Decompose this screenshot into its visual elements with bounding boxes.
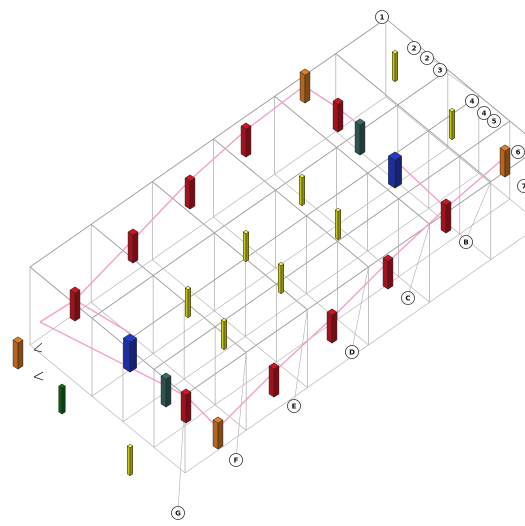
column-red[interactable] — [128, 229, 138, 263]
grid-line — [336, 54, 491, 182]
brace-member — [446, 158, 504, 208]
grid-label-text: 2 — [412, 45, 417, 53]
grid-label-E[interactable]: E — [288, 400, 301, 413]
brace-member — [75, 240, 133, 300]
brace-member — [75, 300, 130, 333]
leader-line — [352, 267, 368, 350]
grid-label-F[interactable]: F — [230, 454, 243, 467]
grid-label-text: 1 — [380, 14, 385, 22]
column-yellow[interactable] — [449, 108, 455, 140]
column-yellow[interactable] — [185, 286, 191, 318]
column-red[interactable] — [441, 199, 451, 233]
brace-member — [274, 318, 332, 372]
column-green[interactable] — [59, 384, 66, 414]
grid-label-text: 5 — [492, 118, 497, 126]
column-orange[interactable] — [300, 69, 310, 103]
grid-label-7[interactable]: 7 — [518, 180, 525, 193]
grid-label-6[interactable]: 6 — [512, 146, 525, 159]
column-red[interactable] — [70, 287, 80, 321]
grid-label-4[interactable]: 4 — [466, 95, 479, 108]
grid-label-G[interactable]: G — [172, 507, 185, 520]
column-red[interactable] — [333, 98, 343, 132]
grid-label-text: B — [463, 239, 468, 247]
grid-label-C[interactable]: C — [402, 292, 415, 305]
column-red[interactable] — [327, 309, 337, 343]
column-blue[interactable] — [388, 152, 401, 188]
column-teal[interactable] — [161, 373, 171, 407]
brace-member — [246, 86, 304, 130]
columns — [13, 50, 510, 476]
grid-label-D[interactable]: D — [346, 346, 359, 359]
grid-label-text: C — [405, 295, 410, 303]
column-orange[interactable] — [500, 145, 510, 177]
grid-line — [30, 19, 386, 267]
column-red[interactable] — [241, 123, 251, 157]
grid-line — [275, 96, 430, 224]
grid-label-text: 6 — [516, 149, 521, 157]
column-yellow[interactable] — [221, 318, 227, 350]
column-red[interactable] — [181, 389, 191, 423]
grid-label-text: E — [292, 403, 297, 411]
brace-member — [190, 130, 246, 180]
brace-member — [40, 300, 75, 322]
grid-label-text: F — [234, 457, 239, 465]
grid-line — [92, 70, 448, 318]
leader-line — [294, 310, 307, 404]
column-red[interactable] — [383, 255, 393, 289]
grid-label-5[interactable]: 5 — [488, 115, 501, 128]
grid-line-base — [30, 97, 386, 345]
column-orange[interactable] — [213, 417, 223, 449]
grid-line — [152, 182, 307, 310]
column-red[interactable] — [269, 363, 279, 397]
column-yellow[interactable] — [278, 262, 284, 294]
coordinate-axis-triad — [34, 343, 43, 380]
grid-line — [213, 139, 368, 267]
grid-label-3[interactable]: 3 — [434, 64, 447, 77]
grid-label-1[interactable]: 1 — [376, 11, 389, 24]
grid-line — [123, 95, 479, 343]
leader-line — [408, 224, 430, 296]
grid-label-text: 7 — [522, 183, 525, 191]
grid-label-text: D — [349, 349, 355, 357]
column-red[interactable] — [185, 175, 195, 209]
grid-label-2[interactable]: 2 — [408, 42, 421, 55]
column-blue[interactable] — [123, 334, 136, 372]
column-teal[interactable] — [355, 119, 365, 155]
grid-label-text: 4 — [482, 110, 487, 118]
column-yellow[interactable] — [335, 208, 341, 240]
grid-label-B[interactable]: B — [460, 236, 473, 249]
column-yellow[interactable] — [127, 444, 133, 476]
grid-label-text: 2 — [425, 55, 430, 63]
frame-grid-lines — [30, 17, 525, 512]
column-yellow[interactable] — [392, 50, 398, 82]
grid-label-text: 4 — [470, 98, 475, 106]
column-yellow[interactable] — [299, 174, 305, 206]
grid-label-2a[interactable]: 2 — [421, 52, 434, 65]
grid-line — [386, 19, 525, 147]
grid-label-text: 3 — [438, 67, 443, 75]
column-yellow[interactable] — [243, 230, 249, 262]
brace-member — [388, 208, 446, 262]
grid-label-text: G — [175, 510, 181, 518]
column-orange[interactable] — [13, 337, 23, 369]
